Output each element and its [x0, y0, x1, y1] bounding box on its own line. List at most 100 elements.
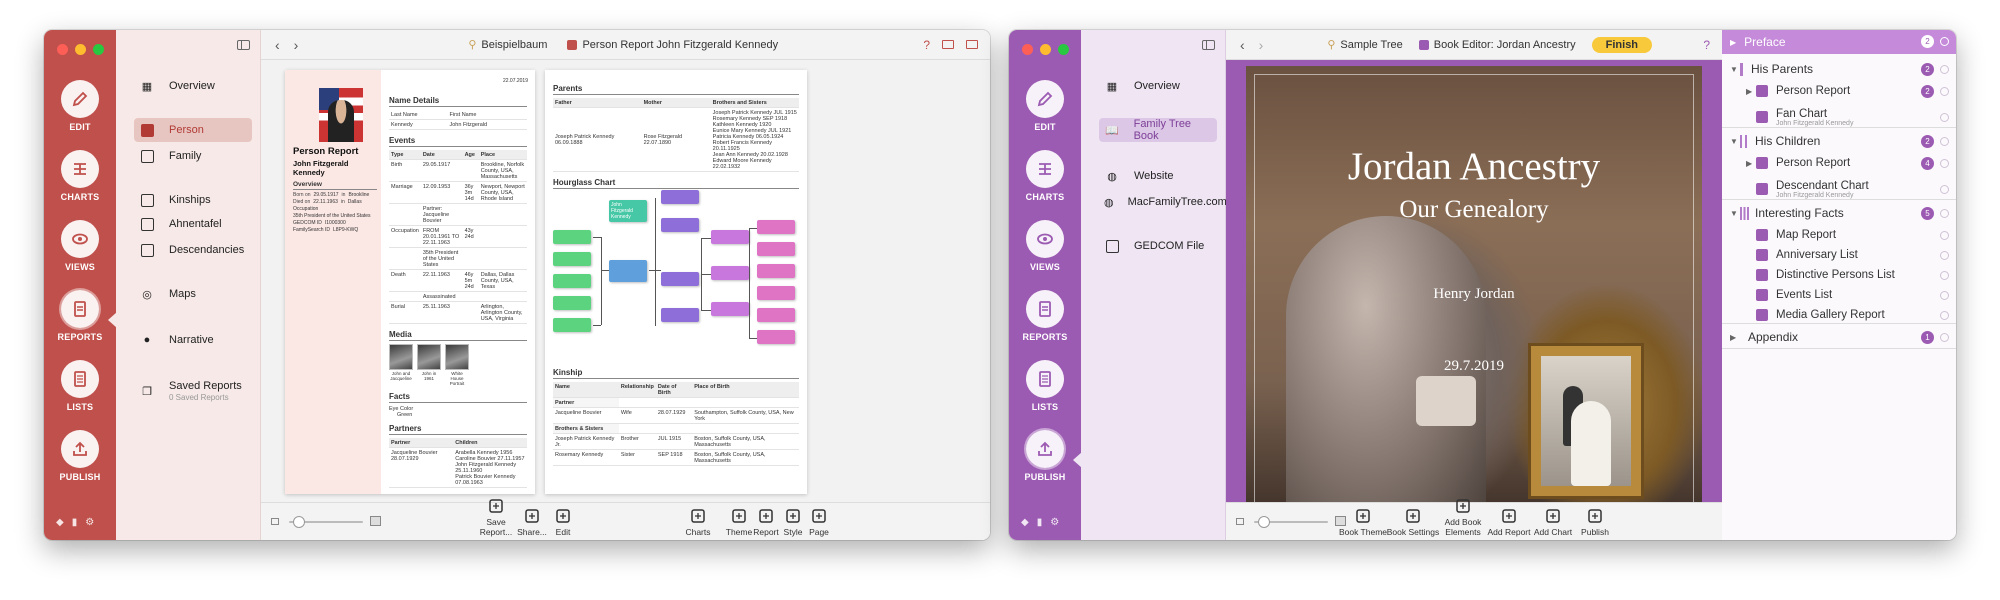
hourglass-person-box[interactable]: [553, 318, 591, 332]
minimize-window-button[interactable]: [1040, 44, 1051, 55]
nav-item-maps[interactable]: ◎Maps: [134, 282, 252, 306]
rail-lists-button[interactable]: LISTS: [1009, 360, 1081, 412]
rail-charts-button[interactable]: CHARTS: [1009, 150, 1081, 202]
toolbar-button-add-report[interactable]: Add Report: [1480, 507, 1538, 537]
help-icon[interactable]: ?: [1703, 37, 1710, 52]
outline-item[interactable]: Events List: [1722, 284, 1956, 306]
status-ring-icon[interactable]: [1940, 86, 1949, 96]
outline-item[interactable]: Media Gallery Report: [1722, 304, 1956, 326]
toolbar-button-book-settings[interactable]: Book Settings: [1384, 507, 1442, 537]
tag-icon[interactable]: ◆: [56, 517, 64, 528]
toolbar-button-share[interactable]: Share...: [505, 507, 559, 537]
rail-views-button[interactable]: VIEWS: [44, 220, 116, 272]
rail-charts-button[interactable]: CHARTS: [44, 150, 116, 202]
help-icon[interactable]: ?: [923, 37, 930, 52]
toolbar-button-book-theme[interactable]: Book Theme: [1334, 507, 1392, 537]
inspector-toggle-icon[interactable]: [966, 40, 978, 49]
status-ring-icon[interactable]: [1940, 290, 1949, 300]
book-date[interactable]: 29.7.2019: [1444, 358, 1504, 374]
status-ring-icon[interactable]: [1940, 158, 1949, 168]
rail-reports-button[interactable]: REPORTS: [1009, 290, 1081, 342]
settings-icon[interactable]: ⚙: [85, 517, 95, 528]
toolbar-button-charts[interactable]: Charts: [671, 507, 725, 537]
nav-item-family-tree-book[interactable]: 📖Family Tree Book: [1099, 118, 1217, 142]
hourglass-person-box[interactable]: [661, 308, 699, 322]
nav-item-narrative[interactable]: ●Narrative: [134, 328, 252, 352]
hourglass-person-box[interactable]: [553, 274, 591, 288]
status-ring-icon[interactable]: [1940, 64, 1949, 74]
outline-item[interactable]: Anniversary List: [1722, 244, 1956, 266]
media-thumbnail[interactable]: John and Jacqueline: [389, 344, 413, 386]
disclosure-triangle-icon[interactable]: ▼: [1730, 208, 1738, 218]
hourglass-chart[interactable]: John Fitzgerald Kennedy: [553, 190, 799, 360]
toolbar-button-publish[interactable]: Publish: [1566, 507, 1624, 537]
status-ring-icon[interactable]: [1940, 310, 1949, 320]
nav-item-overview[interactable]: ▦Overview: [134, 74, 252, 98]
rail-edit-button[interactable]: EDIT: [1009, 80, 1081, 132]
sidebar-toggle-icon[interactable]: [237, 40, 250, 50]
settings-icon[interactable]: ⚙: [1050, 517, 1060, 528]
book-subtitle[interactable]: Our Genealory: [1399, 196, 1549, 223]
zoom-window-button[interactable]: [1058, 44, 1069, 55]
nav-item-ahnentafel[interactable]: Ahnentafel: [134, 212, 252, 236]
book-cover-page[interactable]: Jordan Ancestry Our Genealory Henry Jord…: [1246, 66, 1702, 516]
disclosure-triangle-icon[interactable]: ▶: [1730, 37, 1737, 47]
nav-item-overview[interactable]: ▦Overview: [1099, 74, 1217, 98]
window-mode-icon[interactable]: [942, 40, 954, 49]
status-ring-icon[interactable]: [1940, 136, 1949, 146]
toolbar-button-save-report[interactable]: Save Report...: [469, 497, 523, 537]
rail-publish-button[interactable]: PUBLISH: [1009, 430, 1081, 482]
bookmark-icon[interactable]: ▮: [71, 517, 78, 528]
hourglass-person-box[interactable]: [553, 230, 591, 244]
back-arrow-icon[interactable]: ‹: [275, 36, 280, 53]
nav-item-family[interactable]: Family: [134, 144, 252, 168]
rail-reports-button[interactable]: REPORTS: [44, 290, 116, 342]
hourglass-person-box[interactable]: [757, 330, 795, 344]
hourglass-person-box[interactable]: [609, 260, 647, 282]
toolbar-button-add-chart[interactable]: Add Chart: [1524, 507, 1582, 537]
nav-item-kinships[interactable]: Kinships: [134, 188, 252, 212]
nav-item-person[interactable]: Person: [134, 118, 252, 142]
zoom-window-button[interactable]: [93, 44, 104, 55]
back-arrow-icon[interactable]: ‹: [1240, 36, 1245, 53]
nav-item-gedcom-file[interactable]: GEDCOM File: [1099, 234, 1217, 258]
sidebar-toggle-icon[interactable]: [1202, 40, 1215, 50]
close-window-button[interactable]: [57, 44, 68, 55]
close-window-button[interactable]: [1022, 44, 1033, 55]
hourglass-person-box[interactable]: [757, 220, 795, 234]
rail-edit-button[interactable]: EDIT: [44, 80, 116, 132]
rail-publish-button[interactable]: PUBLISH: [44, 430, 116, 482]
disclosure-triangle-icon[interactable]: ▼: [1730, 64, 1738, 74]
nav-item-website[interactable]: ◍Website: [1099, 164, 1217, 188]
forward-arrow-icon[interactable]: ›: [293, 36, 299, 53]
hourglass-person-box[interactable]: [661, 218, 699, 232]
toolbar-button-report[interactable]: Report: [739, 507, 793, 537]
status-ring-icon[interactable]: [1940, 112, 1949, 122]
breadcrumb-tree[interactable]: ⚲Sample Tree: [1327, 38, 1403, 52]
hourglass-person-box[interactable]: John Fitzgerald Kennedy: [609, 200, 647, 222]
finish-button[interactable]: Finish: [1591, 36, 1653, 53]
minimize-window-button[interactable]: [75, 44, 86, 55]
disclosure-triangle-icon[interactable]: ▶: [1746, 86, 1753, 96]
rail-lists-button[interactable]: LISTS: [44, 360, 116, 412]
tag-icon[interactable]: ◆: [1021, 517, 1029, 528]
breadcrumb-tree[interactable]: ⚲Beispielbaum: [468, 38, 548, 52]
status-ring-icon[interactable]: [1940, 37, 1949, 46]
nav-item-descendancies[interactable]: Descendancies: [134, 238, 252, 262]
zoom-slider[interactable]: [1236, 516, 1346, 528]
outline-item[interactable]: Distinctive Persons List: [1722, 264, 1956, 286]
disclosure-triangle-icon[interactable]: ▼: [1730, 136, 1738, 146]
hourglass-person-box[interactable]: [553, 252, 591, 266]
hourglass-person-box[interactable]: [757, 286, 795, 300]
disclosure-triangle-icon[interactable]: ▶: [1746, 158, 1753, 168]
hourglass-person-box[interactable]: [757, 308, 795, 322]
hourglass-person-box[interactable]: [711, 266, 749, 280]
